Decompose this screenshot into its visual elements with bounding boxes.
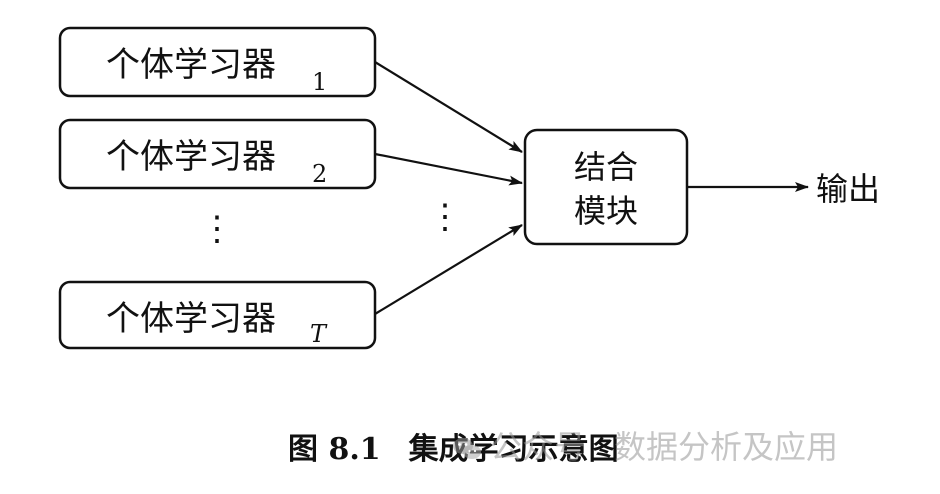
learner-subscript-t: T <box>310 320 328 348</box>
learner-label-1: 个体学习器 <box>106 45 276 85</box>
learner-label-t: 个体学习器 <box>106 299 276 339</box>
arrow-ellipsis: ⋮ <box>428 197 462 237</box>
learner-label-2: 个体学习器 <box>106 137 276 177</box>
combiner-label-line2: 模块 <box>574 192 638 230</box>
combiner-label-line1: 结合 <box>574 148 638 186</box>
figure-caption: 图 8.1 集成学习示意图 <box>288 424 619 468</box>
learner-subscript-2: 2 <box>312 160 327 188</box>
arrow-learner-2-to-combiner <box>374 152 523 186</box>
figure-number: 图 8.1 <box>288 432 381 467</box>
learner-ellipsis: ⋮ <box>200 209 234 249</box>
watermark-text-1: 公众号 <box>490 428 587 466</box>
arrow-learner-1-to-combiner <box>374 61 523 153</box>
watermark: 公众号 数据分析及应用 <box>452 422 838 468</box>
wechat-icon <box>452 432 482 459</box>
combiner-node: 结合 模块 <box>523 128 689 246</box>
learner-box-t <box>58 280 377 350</box>
output-label: 输出 <box>816 170 880 208</box>
learner-node-2: 个体学习器 2 <box>58 118 377 190</box>
figure-title: 集成学习示意图 <box>408 432 619 467</box>
learner-node-1: 个体学习器 1 <box>58 26 377 98</box>
learner-subscript-1: 1 <box>312 68 327 96</box>
watermark-text-2: 数据分析及应用 <box>614 428 839 466</box>
arrow-learner-t-to-combiner <box>374 224 523 315</box>
learner-node-t: 个体学习器 T <box>58 280 377 350</box>
